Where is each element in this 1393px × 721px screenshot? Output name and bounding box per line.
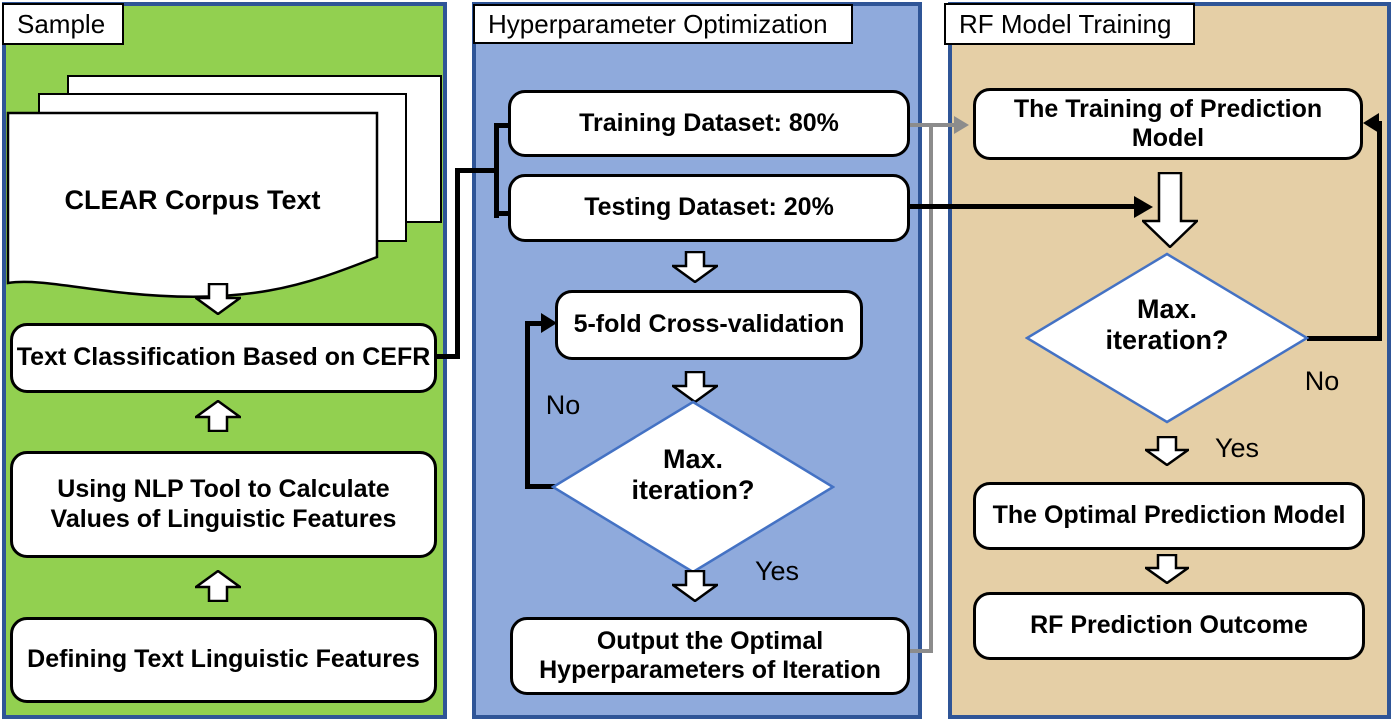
up-block-arrow: [195, 570, 241, 602]
down-block-arrow: [672, 371, 718, 403]
down-block-arrow: [1145, 554, 1189, 584]
loop-rf-vertical: [1377, 121, 1382, 341]
training-prediction-model-node: The Training of Prediction Model: [973, 88, 1363, 160]
down-block-arrow: [195, 283, 241, 315]
clear-corpus-label: CLEAR Corpus Text: [64, 184, 321, 215]
loop-mid-top: [525, 321, 541, 326]
max-iteration-diamond: [1025, 252, 1309, 424]
up-block-arrow: [195, 400, 241, 432]
connector-training-h-gray: [905, 123, 954, 127]
max-iteration-diamond-label: Max. iteration?: [631, 444, 755, 506]
testing-dataset-node: Testing Dataset: 20%: [508, 174, 910, 242]
down-block-arrow: [1142, 172, 1198, 248]
black-arrowhead-testing: [1134, 196, 1153, 218]
output-hyperparameters-node: Output the Optimal Hyperparameters of It…: [510, 617, 910, 695]
max-iteration-diamond-label: Max. iteration?: [1105, 294, 1229, 356]
connector-testing-h: [905, 204, 1134, 209]
defining-node: Defining Text Linguistic Features: [10, 617, 437, 703]
connector-output-v-gray: [929, 123, 933, 653]
connector-output-h-gray: [905, 649, 933, 653]
rf-prediction-outcome-node: RF Prediction Outcome: [973, 592, 1365, 660]
connector-split-h: [455, 168, 499, 173]
down-block-arrow: [672, 251, 718, 283]
hyperparameter-panel-title: Hyperparameter Optimization: [473, 4, 853, 44]
no-branch-label: No: [545, 390, 581, 420]
connector-cefr-h: [433, 354, 460, 359]
yes-branch-label: Yes: [754, 556, 800, 586]
down-block-arrow: [1145, 436, 1189, 466]
connector-split-to-testing: [494, 211, 510, 216]
cefr-node: Text Classification Based on CEFR: [10, 323, 437, 393]
yes-branch-label: Yes: [1214, 433, 1260, 463]
loop-rf-bottom: [1307, 336, 1382, 341]
down-block-arrow: [672, 570, 718, 602]
optimal-prediction-model-node: The Optimal Prediction Model: [973, 482, 1365, 550]
connector-split-to-training: [494, 123, 510, 128]
training-dataset-node: Training Dataset: 80%: [508, 90, 910, 157]
crossval-node: 5-fold Cross-validation: [555, 290, 863, 360]
no-branch-label: No: [1304, 366, 1340, 396]
loop-mid-vertical: [525, 321, 530, 489]
connector-split-bracket: [494, 123, 499, 218]
document-shape: [6, 111, 379, 298]
connector-cefr-v: [455, 168, 460, 359]
gray-arrowhead-into-training-model: [954, 116, 969, 134]
nlp-node: Using NLP Tool to Calculate Values of Li…: [10, 451, 437, 558]
sample-panel-title: Sample: [2, 3, 124, 45]
black-arrowhead-into-crossval: [541, 313, 557, 333]
loop-mid-bottom: [525, 484, 558, 489]
rf-panel-title: RF Model Training: [944, 3, 1195, 45]
black-arrowhead-into-training-model: [1363, 113, 1379, 133]
